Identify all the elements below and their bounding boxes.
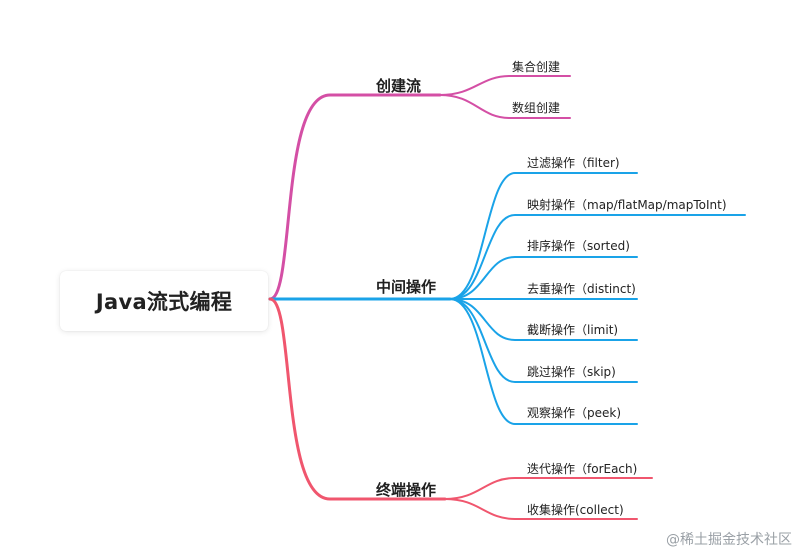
branch-terminal-ops[interactable]: 终端操作: [376, 481, 437, 499]
root-node-label: Java流式编程: [95, 290, 233, 314]
leaf-collection-create[interactable]: 集合创建: [512, 60, 561, 74]
leaf-collect-line: [444, 498, 638, 520]
watermark: @稀土掘金技术社区: [666, 532, 792, 548]
leaf-sorted[interactable]: 排序操作（sorted): [527, 239, 630, 253]
branch-terminal-line: [268, 297, 447, 501]
leaf-peek-line: [449, 298, 638, 425]
branch-create-line: [268, 93, 442, 301]
leaf-skip[interactable]: 跳过操作（skip): [527, 365, 616, 379]
leaf-sorted-line: [449, 256, 638, 300]
leaf-collection-create-line: [439, 75, 571, 96]
branch-intermediate-ops[interactable]: 中间操作: [376, 278, 437, 296]
leaf-array-create[interactable]: 数组创建: [512, 101, 561, 115]
leaf-collect[interactable]: 收集操作(collect): [527, 503, 624, 517]
leaf-foreach[interactable]: 迭代操作（forEach): [527, 462, 638, 476]
leaf-foreach-line: [444, 477, 653, 500]
leaf-array-create-line: [439, 94, 571, 119]
branch-create-stream[interactable]: 创建流: [376, 77, 422, 95]
leaf-map[interactable]: 映射操作（map/flatMap/mapToInt): [527, 198, 727, 212]
leaf-limit-line: [449, 298, 638, 341]
leaf-filter-line: [449, 172, 638, 300]
leaf-peek[interactable]: 观察操作（peek): [527, 406, 622, 420]
leaf-map-line: [449, 214, 746, 300]
leaf-distinct[interactable]: 去重操作（distinct): [527, 282, 636, 296]
leaf-filter[interactable]: 过滤操作（filter): [527, 156, 620, 170]
leaf-limit[interactable]: 截断操作（limit): [527, 323, 619, 337]
root-node[interactable]: Java流式编程: [60, 271, 268, 331]
leaf-skip-line: [449, 298, 638, 383]
